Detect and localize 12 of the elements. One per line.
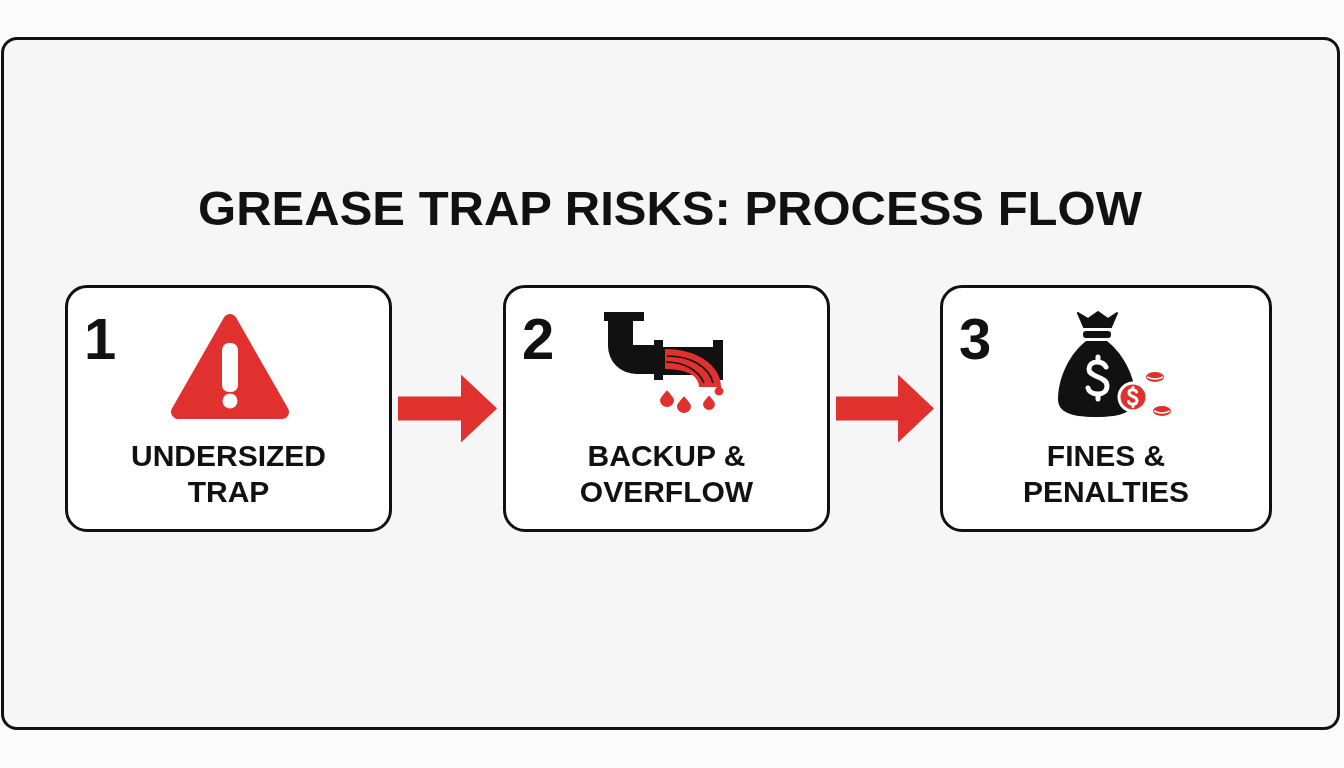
- step-label: UNDERSIZED TRAP: [131, 439, 326, 508]
- step-card: [503, 285, 830, 532]
- step-label: FINES & PENALTIES: [1022, 439, 1190, 508]
- step-number: 3: [959, 310, 992, 368]
- step-number: 2: [522, 310, 555, 368]
- step-label: BACKUP & OVERFLOW: [579, 439, 754, 508]
- diagram-title: GREASE TRAP RISKS: PROCESS FLOW: [198, 181, 1142, 235]
- arrow: [398, 374, 497, 443]
- step-card: [65, 285, 392, 532]
- step-card: [940, 285, 1272, 532]
- arrow: [836, 374, 934, 443]
- step-number: 1: [84, 310, 117, 368]
